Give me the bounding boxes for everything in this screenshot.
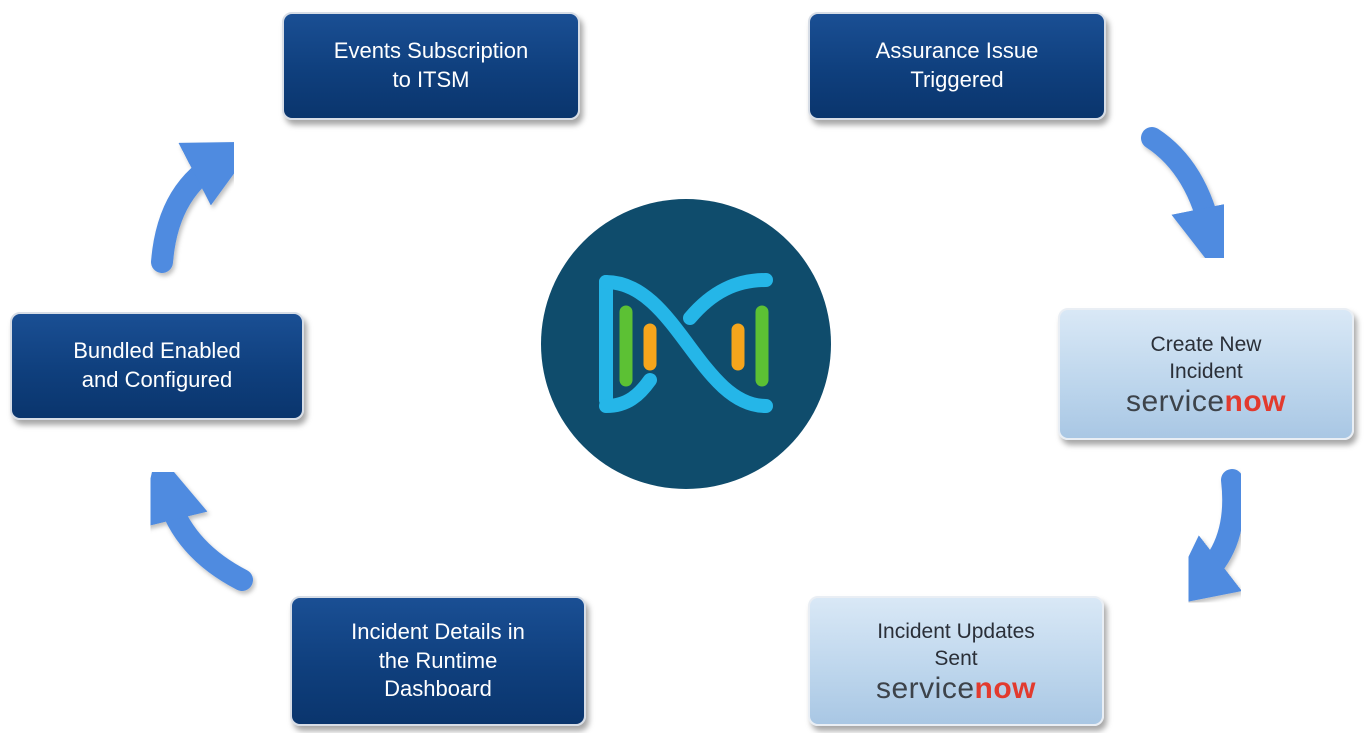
step-assurance-issue-line1: Assurance Issue [875,38,1039,64]
arrow-details-to-bundled [139,451,253,591]
step-assurance-issue: Assurance Issue Triggered [808,12,1106,120]
servicenow-logo-part2: now [974,672,1037,706]
step-incident-updates-line1: Incident Updates [877,619,1035,643]
servicenow-logo-part1: service [1125,385,1225,419]
step-incident-details-line3: Dashboard [384,676,492,702]
step-bundled-enabled-line1: Bundled Enabled [73,338,241,364]
arrow-assurance-to-create [1141,127,1241,277]
step-events-subscription-line2: to ITSM [392,67,470,92]
servicenow-logo: servicenow [876,674,1036,704]
step-incident-details-line1: Incident Details in [351,619,525,645]
step-assurance-issue-line2: Triggered [910,67,1004,92]
step-incident-updates: Incident Updates Sent servicenow [808,596,1104,726]
step-bundled-enabled-line2: and Configured [81,367,233,392]
arrow-bundled-to-events [151,141,258,273]
step-bundled-enabled: Bundled Enabled and Configured [10,312,304,420]
arrow-create-to-updates [1164,469,1245,607]
servicenow-logo-part2: now [1224,385,1287,419]
servicenow-logo: servicenow [1126,387,1286,417]
step-create-incident-line1: Create New [1150,332,1262,356]
step-events-subscription-line1: Events Subscription [333,38,529,64]
step-incident-updates-line2: Sent [934,647,978,670]
step-create-incident: Create New Incident servicenow [1058,308,1354,440]
step-incident-details-line2: the Runtime [378,647,498,673]
catalyst-center-logo-icon [541,199,831,489]
servicenow-logo-part1: service [875,672,975,706]
step-events-subscription: Events Subscription to ITSM [282,12,580,120]
step-create-incident-line2: Incident [1169,360,1243,383]
step-incident-details: Incident Details in the Runtime Dashboar… [290,596,586,726]
